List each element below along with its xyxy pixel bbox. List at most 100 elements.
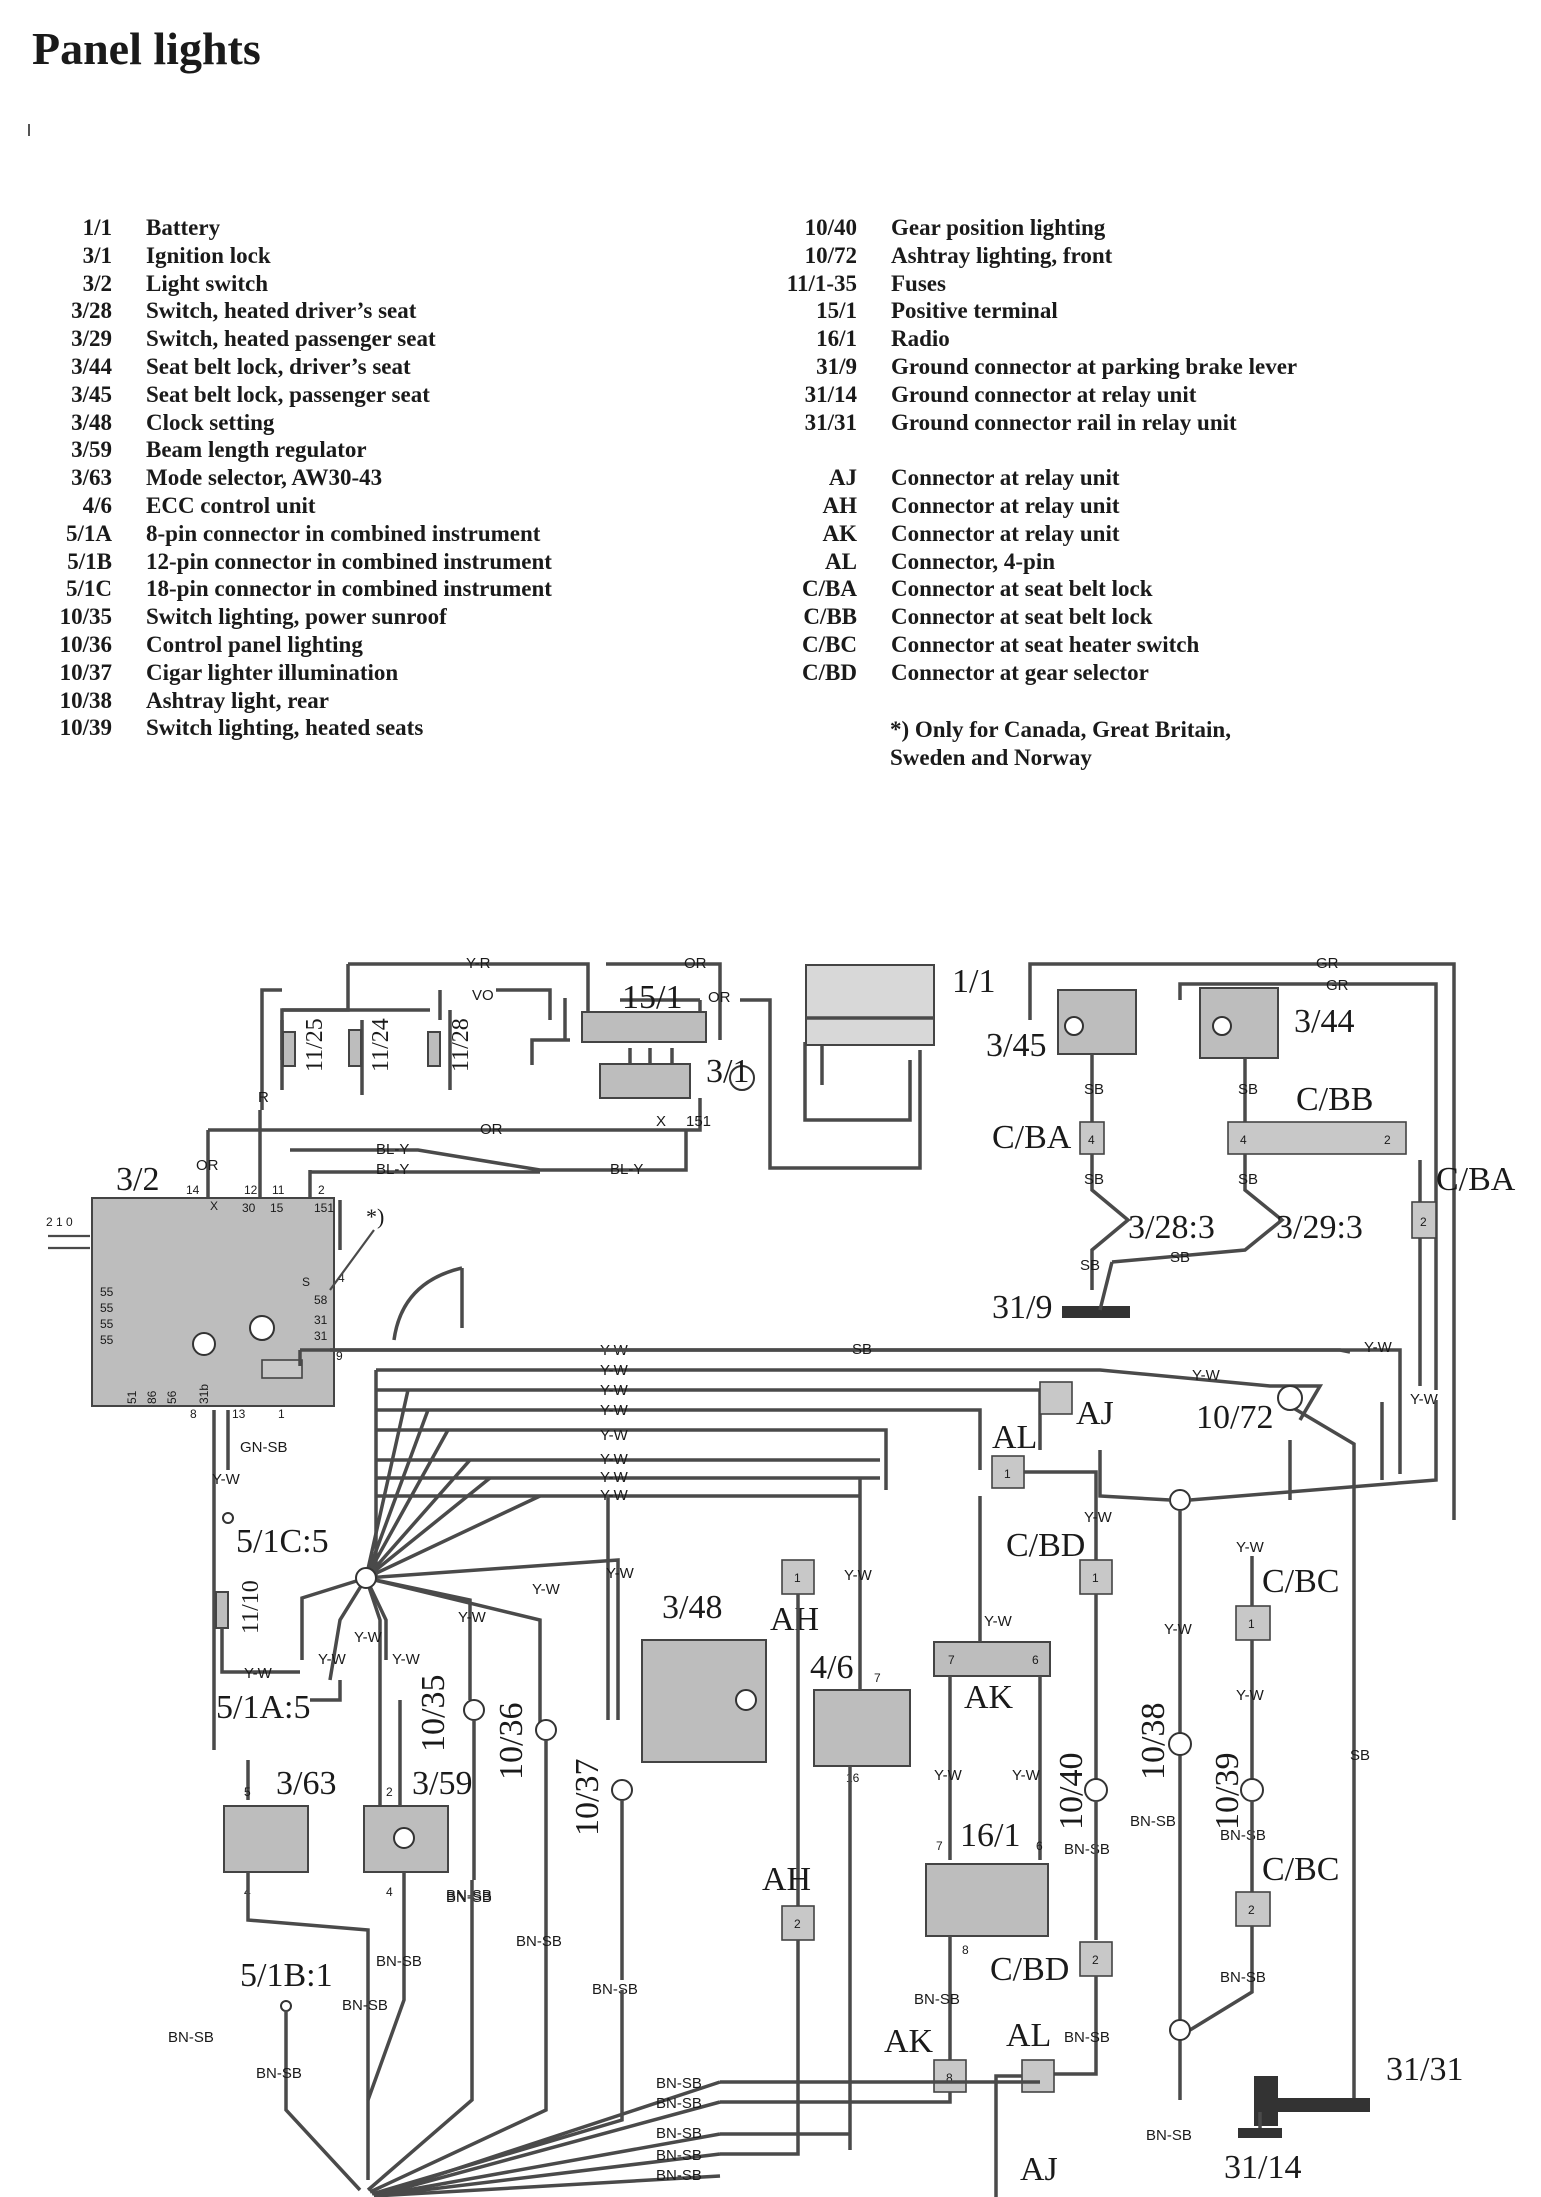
svg-text:11: 11: [272, 1183, 285, 1197]
svg-text:2: 2: [1092, 1953, 1099, 1967]
svg-text:4: 4: [1088, 1133, 1095, 1147]
svg-text:BN-SB: BN-SB: [656, 2075, 702, 2092]
svg-text:Y-W: Y-W: [1364, 1339, 1393, 1356]
svg-text:14: 14: [186, 1183, 200, 1197]
right-branch: AJ 10/72 Y-W Y-W Y-W 1 AL 1 C/BD Y-W 1 C…: [990, 1339, 1439, 2197]
svg-text:6: 6: [1032, 1653, 1039, 1667]
legend-description: Seat belt lock, passenger seat: [146, 381, 430, 407]
svg-text:31: 31: [314, 1313, 328, 1327]
label-3-45: 3/45: [986, 1027, 1046, 1064]
svg-text:X: X: [210, 1199, 218, 1213]
svg-text:Y-W: Y-W: [318, 1651, 347, 1668]
legend-code: 3/48: [71, 409, 112, 435]
splice-point: [1169, 1489, 1191, 1511]
svg-text:BN-SB: BN-SB: [342, 1997, 388, 2014]
ecc-control-unit-4-6: [813, 1689, 911, 1767]
legend-description: Seat belt lock, driver’s seat: [146, 353, 411, 379]
svg-text:151: 151: [686, 1113, 711, 1130]
positive-terminal-15-1: [581, 1011, 707, 1043]
legend-code: 10/72: [804, 242, 857, 268]
svg-text:GR: GR: [1316, 955, 1339, 972]
label-3-63: 3/63: [276, 1765, 336, 1802]
svg-text:8: 8: [190, 1407, 197, 1421]
svg-text:Y-W: Y-W: [212, 1471, 241, 1488]
legend-description: Connector, 4-pin: [891, 548, 1055, 574]
svg-text:GN-SB: GN-SB: [240, 1439, 288, 1456]
svg-text:BN-SB: BN-SB: [376, 1953, 422, 1970]
svg-text:Y-W: Y-W: [244, 1665, 273, 1682]
seat-belt-lock-3-44: [1199, 987, 1279, 1059]
svg-text:58: 58: [314, 1293, 328, 1307]
label-15-1: 15/1: [622, 979, 682, 1016]
legend-code: 10/37: [59, 659, 112, 685]
svg-text:BN-SB: BN-SB: [656, 2167, 702, 2184]
legend-description: Beam length regulator: [146, 437, 367, 463]
label-31-14: 31/14: [1224, 2149, 1301, 2186]
legend-code: 3/63: [71, 465, 112, 491]
svg-text:Y-W: Y-W: [1410, 1391, 1439, 1408]
legend-description: Radio: [891, 326, 950, 352]
svg-text:SB: SB: [1350, 1747, 1370, 1764]
svg-text:Y-W: Y-W: [600, 1402, 629, 1419]
legend-description: Ground connector at parking brake lever: [891, 353, 1298, 379]
splice-point: [1169, 2019, 1191, 2041]
svg-text:31b: 31b: [197, 1384, 211, 1404]
radio-16-1: [925, 1863, 1049, 1937]
legend-code: 3/1: [82, 242, 112, 268]
legend-code: 3/59: [71, 437, 112, 463]
svg-text:Y-W: Y-W: [354, 1629, 383, 1646]
svg-text:BL-Y: BL-Y: [376, 1141, 409, 1158]
legend-description: Connector at relay unit: [891, 520, 1120, 546]
svg-text:7: 7: [874, 1671, 881, 1685]
ground-rail-31-31: [1276, 2098, 1370, 2112]
label-3-1: 3/1: [706, 1053, 749, 1090]
legend-description: Connector at seat belt lock: [891, 604, 1153, 630]
svg-text:2 1 0: 2 1 0: [46, 1215, 73, 1229]
svg-text:Y-W: Y-W: [600, 1451, 629, 1468]
svg-text:2: 2: [794, 1917, 801, 1931]
legend-gap: [745, 436, 1297, 464]
svg-text:BN-SB: BN-SB: [168, 2029, 214, 2046]
label-3-29: 3/29:3: [1276, 1209, 1363, 1246]
label-c-bc-2: C/BC: [1262, 1851, 1339, 1888]
legend-description: Cigar lighter illumination: [146, 659, 399, 685]
label-10-40: 10/40: [1053, 1753, 1090, 1830]
fuse-11-24: [348, 1029, 362, 1067]
fuse-label: 11/25: [302, 1018, 328, 1072]
svg-text:GR: GR: [1326, 977, 1349, 994]
legend-code: C/BC: [802, 631, 857, 657]
legend-code: 31/31: [804, 409, 857, 435]
legend-description: 12-pin connector in combined instrument: [146, 548, 552, 574]
svg-text:BN-SB: BN-SB: [1220, 1969, 1266, 1986]
fuse-11-10: [215, 1591, 229, 1629]
footnote-line: Sweden and Norway: [890, 745, 1092, 770]
legend-code: 5/1C: [66, 576, 112, 602]
legend-description: Gear position lighting: [891, 215, 1106, 240]
legend-code: 5/1B: [67, 548, 112, 574]
legend-description: Ashtray lighting, front: [891, 242, 1113, 268]
svg-text:OR: OR: [684, 955, 707, 972]
legend-description: Ignition lock: [146, 242, 271, 268]
svg-text:Y-W: Y-W: [392, 1651, 421, 1668]
svg-text:6: 6: [1036, 1839, 1043, 1853]
svg-text:4: 4: [1240, 1133, 1247, 1147]
label-3-2: 3/2: [116, 1161, 159, 1198]
label-aj-2: AJ: [1020, 2151, 1058, 2188]
connector-c-ba-2: [1411, 1201, 1437, 1239]
connector-c-bd: [1079, 1559, 1113, 1595]
label-ah: AH: [770, 1601, 819, 1638]
label-5-1a: 5/1A:5: [216, 1689, 310, 1726]
svg-text:VO: VO: [472, 987, 494, 1004]
svg-text:15: 15: [270, 1201, 284, 1215]
legend-code: 3/44: [71, 353, 112, 379]
